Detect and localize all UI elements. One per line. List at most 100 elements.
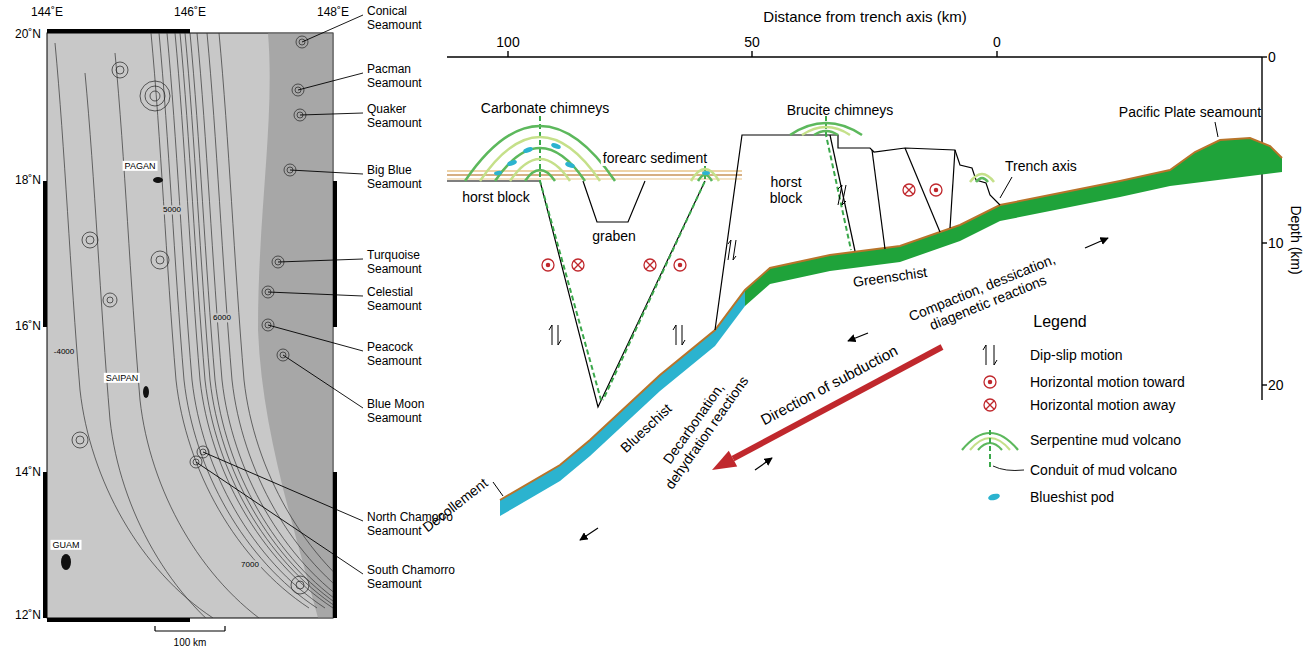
legend-label: Horizontal motion toward	[1030, 374, 1185, 390]
depth-axis	[1262, 242, 1267, 243]
horizontal-motion-symbol	[574, 261, 582, 269]
subducting-slab	[500, 138, 1282, 516]
seamount-rings	[107, 297, 113, 303]
contour-label: -4000	[52, 347, 76, 356]
leader-line	[300, 113, 363, 115]
seamount-rings	[145, 86, 165, 106]
blueschist-pod	[506, 159, 517, 167]
blueschist-pod	[494, 170, 503, 175]
horizontal-motion-symbol	[646, 261, 654, 269]
trench-contours	[190, 33, 333, 608]
trench-contours	[55, 33, 333, 618]
seamount-label: South Chamorro Seamount	[367, 564, 459, 592]
fault-blocks	[447, 135, 1000, 407]
process-arrow	[755, 458, 772, 470]
serpentine-mud-volcano	[465, 123, 994, 182]
seamount-rings	[76, 436, 84, 444]
depth-axis	[1261, 57, 1262, 400]
leader-line	[493, 482, 503, 496]
dip-slip-symbol	[682, 325, 685, 345]
horizontal-motion-symbol	[930, 184, 942, 196]
serpentine-mud-volcano	[814, 131, 838, 135]
map-frame-ticks	[47, 618, 190, 622]
legend-label: Serpentine mud volcano	[1030, 432, 1181, 448]
island	[61, 177, 163, 570]
map-frame-ticks	[47, 29, 190, 33]
bathymetric-map	[55, 33, 333, 618]
distance-axis	[447, 51, 1262, 57]
leader-line	[1000, 177, 1012, 198]
fault-blocks	[583, 181, 645, 222]
dip-slip-symbol	[549, 185, 846, 345]
seamount-rings	[82, 232, 98, 248]
seamount-label: Turquoise Seamount	[367, 249, 459, 277]
serpentine-mud-volcano	[698, 175, 712, 181]
horizontal-motion-symbol	[542, 259, 554, 271]
seamount-rings	[140, 81, 170, 111]
horizontal-motion-symbol	[678, 263, 681, 266]
contour-label: 6000	[211, 313, 233, 322]
island-name: PAGAN	[123, 161, 158, 171]
depth-axis	[1262, 56, 1267, 57]
legend-label: Dip-slip motion	[1030, 347, 1123, 363]
subduction-arrow	[712, 451, 737, 470]
horizontal-motion-symbol	[905, 186, 913, 194]
seamount-label: Conical Seamount	[367, 5, 459, 33]
blueschist-pod	[702, 171, 710, 175]
mud-volcano-conduit	[540, 116, 851, 400]
island	[61, 554, 71, 570]
seamount-rings	[103, 293, 117, 307]
axis-tick-label: 100	[496, 34, 519, 50]
trench-contours	[159, 33, 317, 608]
trench-contours	[55, 43, 213, 618]
bathymetric-map	[47, 33, 333, 618]
blueschist-pod	[494, 142, 710, 176]
serpentine-mud-volcano	[970, 174, 994, 182]
island	[153, 177, 163, 183]
leader-line	[278, 259, 363, 262]
longitude-label: 148˚E	[317, 6, 349, 20]
blueschist-pod	[564, 161, 575, 169]
legend-item: Conduit of mud volcano	[1030, 462, 1177, 478]
serpentine-mud-volcano	[510, 159, 570, 181]
feature-label: Décollement	[419, 475, 490, 536]
bathymetric-map	[43, 15, 377, 648]
trench-contours	[175, 33, 333, 608]
subduction-arrow	[733, 347, 942, 459]
legend-item: Blueshist pod	[1030, 489, 1114, 505]
seamount-label: Quaker Seamount	[367, 103, 459, 131]
map-frame-ticks	[333, 181, 337, 327]
legend-item: Horizontal motion toward	[1030, 374, 1185, 390]
depth-axis	[1262, 384, 1267, 385]
seamount-rings	[151, 251, 169, 269]
legend-sample	[984, 376, 996, 388]
seamount-rings	[72, 36, 309, 594]
axis-tick-label: 0	[993, 34, 1001, 50]
trench-contours	[115, 53, 273, 618]
legend-label: Blueshist pod	[1030, 489, 1114, 505]
feature-label: Pacific Plate seamount	[1119, 104, 1261, 120]
legend-item: Serpentine mud volcano	[1030, 432, 1181, 448]
leader-line	[268, 292, 363, 296]
process-arrow	[580, 238, 1108, 540]
mud-volcano-conduit	[826, 116, 851, 250]
scale-bar	[155, 630, 225, 631]
horizontal-motion-symbol	[546, 263, 549, 266]
legend-label: Horizontal motion away	[1030, 397, 1176, 413]
mud-volcano-conduit	[603, 158, 705, 400]
seamount-label: Celestial Seamount	[367, 286, 459, 314]
process-arrow	[580, 528, 598, 540]
dip-slip-symbol	[838, 185, 842, 205]
fault-blocks	[872, 150, 885, 249]
trench-contours	[85, 73, 243, 618]
seamount-rings	[150, 91, 160, 101]
leader-line	[203, 452, 363, 521]
legend-sample	[989, 430, 991, 470]
serpentine-mud-volcano	[802, 127, 850, 135]
horizontal-motion-symbol	[644, 259, 656, 271]
blueschist-pod	[550, 142, 561, 150]
legend-title: Legend	[1033, 313, 1086, 331]
serpentine-mud-volcano	[976, 178, 988, 182]
seamount-label: Pacman Seamount	[367, 63, 459, 91]
feature-label: Trench axis	[1005, 158, 1077, 174]
